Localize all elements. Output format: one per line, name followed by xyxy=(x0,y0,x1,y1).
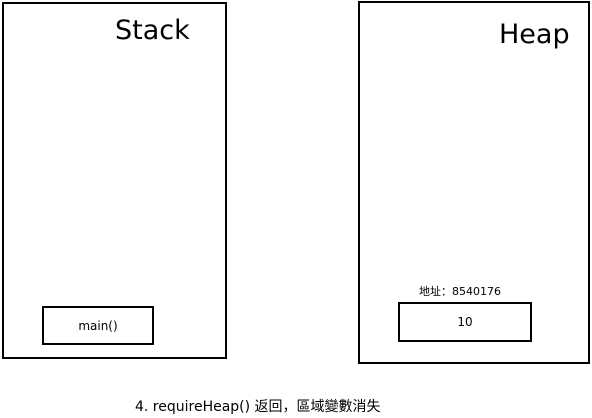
heap-object-value: 10 xyxy=(398,302,532,342)
stack-panel: Stack main() xyxy=(2,2,227,359)
heap-object-address: 地址：8540176 xyxy=(419,285,501,298)
step-caption: 4. requireHeap() 返回，區域變數消失 xyxy=(135,399,381,415)
stack-title: Stack xyxy=(115,15,190,46)
heap-title: Heap xyxy=(499,19,570,50)
stack-frame-main: main() xyxy=(42,306,154,345)
heap-panel: Heap 地址：8540176 10 xyxy=(358,1,590,364)
